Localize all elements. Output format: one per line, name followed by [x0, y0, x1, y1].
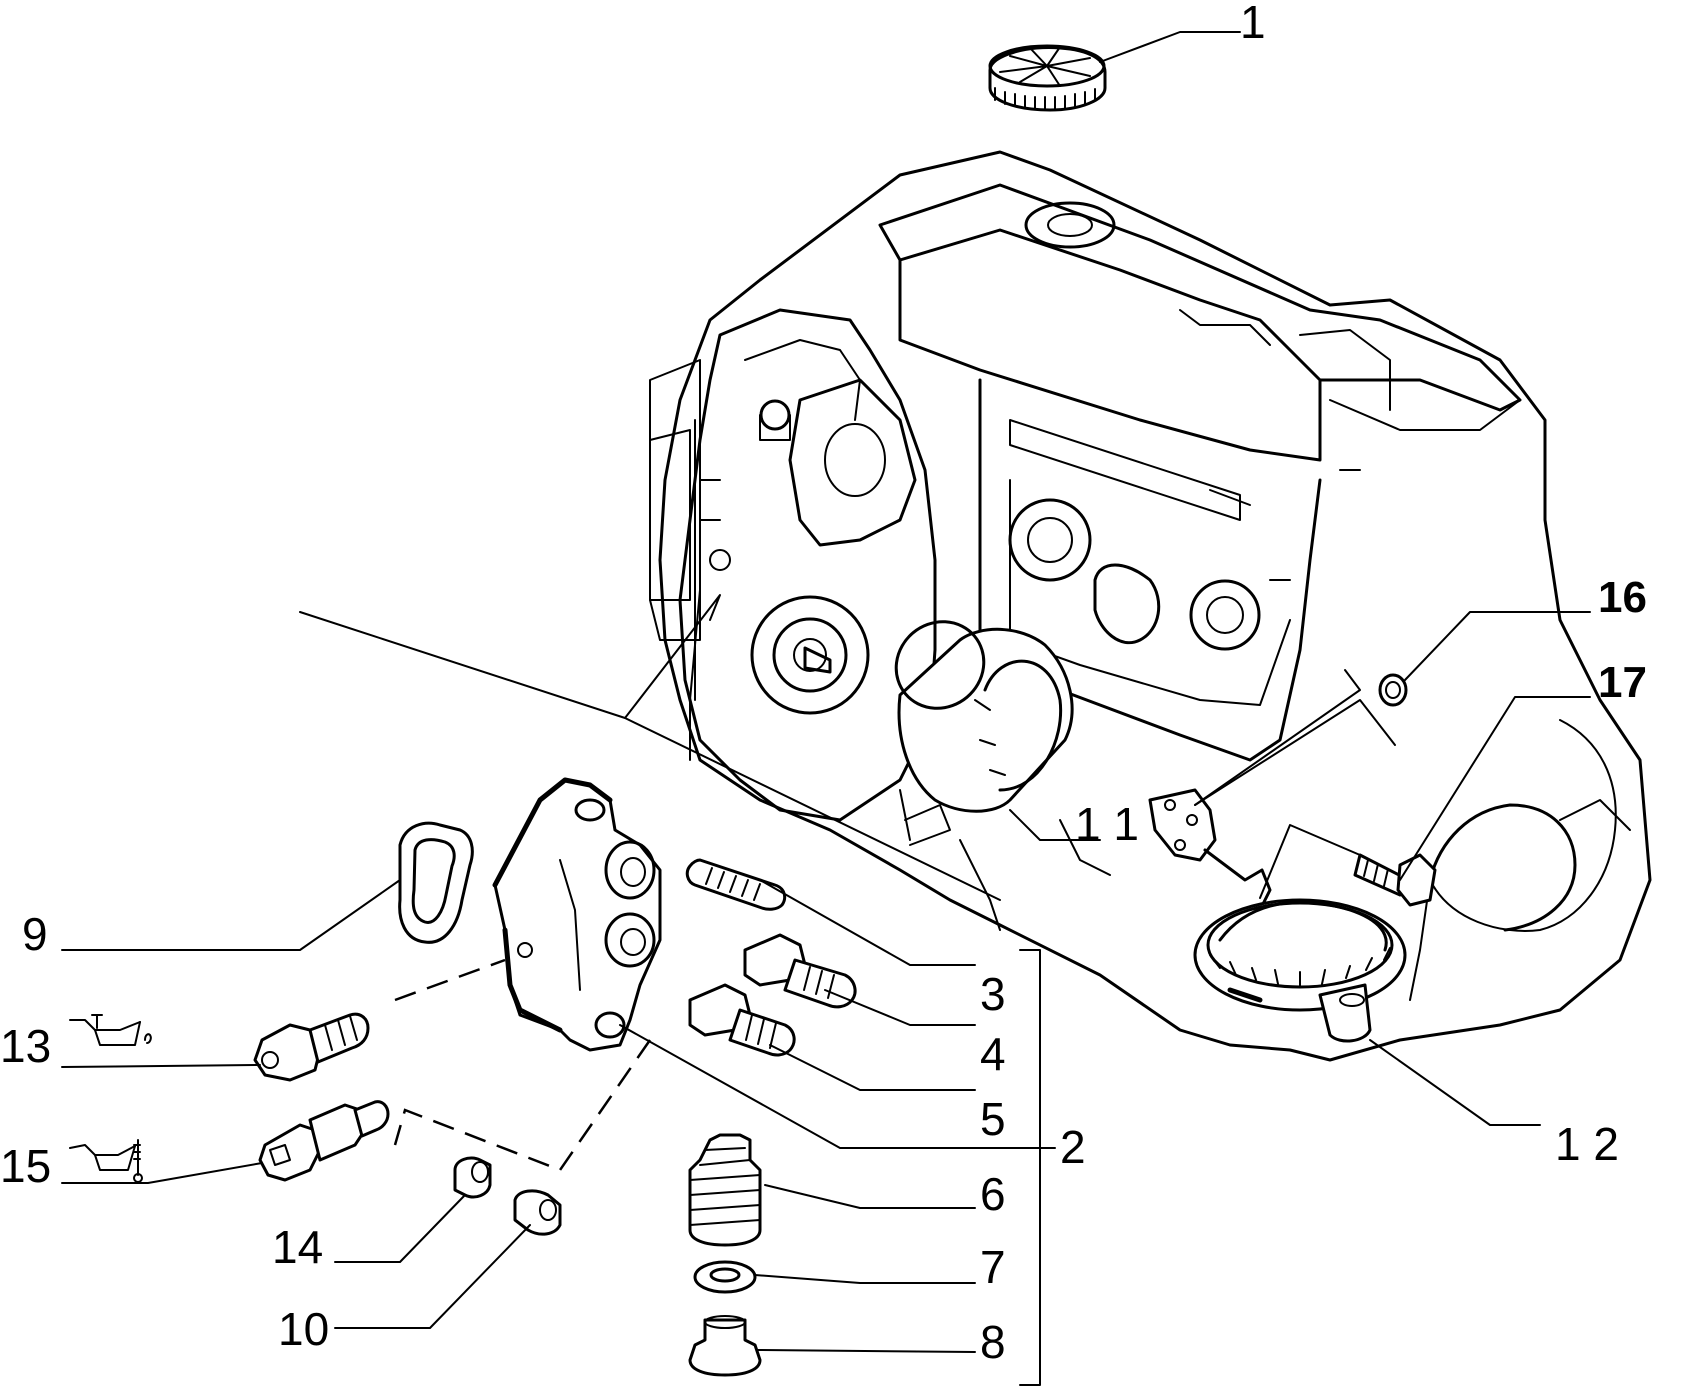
part-12-oil-pump-pickup: [1148, 788, 1407, 1043]
callout-14: 14: [272, 1221, 323, 1273]
callout-8: 8: [980, 1316, 1006, 1368]
part-2-oil-filter-support: [492, 777, 662, 1052]
part-1-oil-filler-cap: [988, 44, 1107, 112]
part-11-oil-filter: [894, 620, 1074, 813]
part-7-washer: [693, 1260, 757, 1294]
callout-11: 1 1: [1075, 798, 1139, 850]
part-6-valve-spring: [688, 1133, 762, 1247]
part-15-oil-temperature-sensor: [258, 1100, 390, 1182]
callout-4: 4: [980, 1028, 1006, 1080]
part-3-stud: [685, 858, 787, 911]
callout-12: 1 2: [1555, 1118, 1619, 1170]
callout-7: 7: [980, 1241, 1006, 1293]
part-10-cap: [513, 1189, 562, 1236]
callout-9: 9: [22, 908, 48, 960]
part-8-plug: [688, 1315, 762, 1377]
callout-3: 3: [980, 968, 1006, 1020]
callout-17: 17: [1598, 658, 1647, 707]
oil-temperature-icon: [69, 1139, 143, 1183]
part-14-cap: [453, 1156, 492, 1199]
callout-2: 2: [1060, 1121, 1086, 1173]
part-9-gasket: [398, 821, 474, 944]
callout-16: 16: [1598, 573, 1647, 622]
callout-1: 1: [1240, 0, 1266, 48]
oil-pressure-icon: [69, 1014, 152, 1046]
part-16-washer: [1378, 673, 1408, 707]
callout-10: 10: [278, 1303, 329, 1355]
part-5-temperature-sensor: [688, 983, 796, 1057]
callout-15: 15: [0, 1140, 51, 1192]
engine-block: [649, 150, 1652, 1062]
callout-6: 6: [980, 1168, 1006, 1220]
callout-5: 5: [980, 1093, 1006, 1145]
leader-lines: [61, 31, 1591, 1386]
callout-13: 13: [0, 1020, 51, 1072]
part-13-oil-pressure-switch: [253, 1012, 370, 1082]
callout-labels: 1 2 3 4 5 6 7 8 9 10 1 1 1 2 13 14 15 16…: [0, 0, 1647, 1368]
